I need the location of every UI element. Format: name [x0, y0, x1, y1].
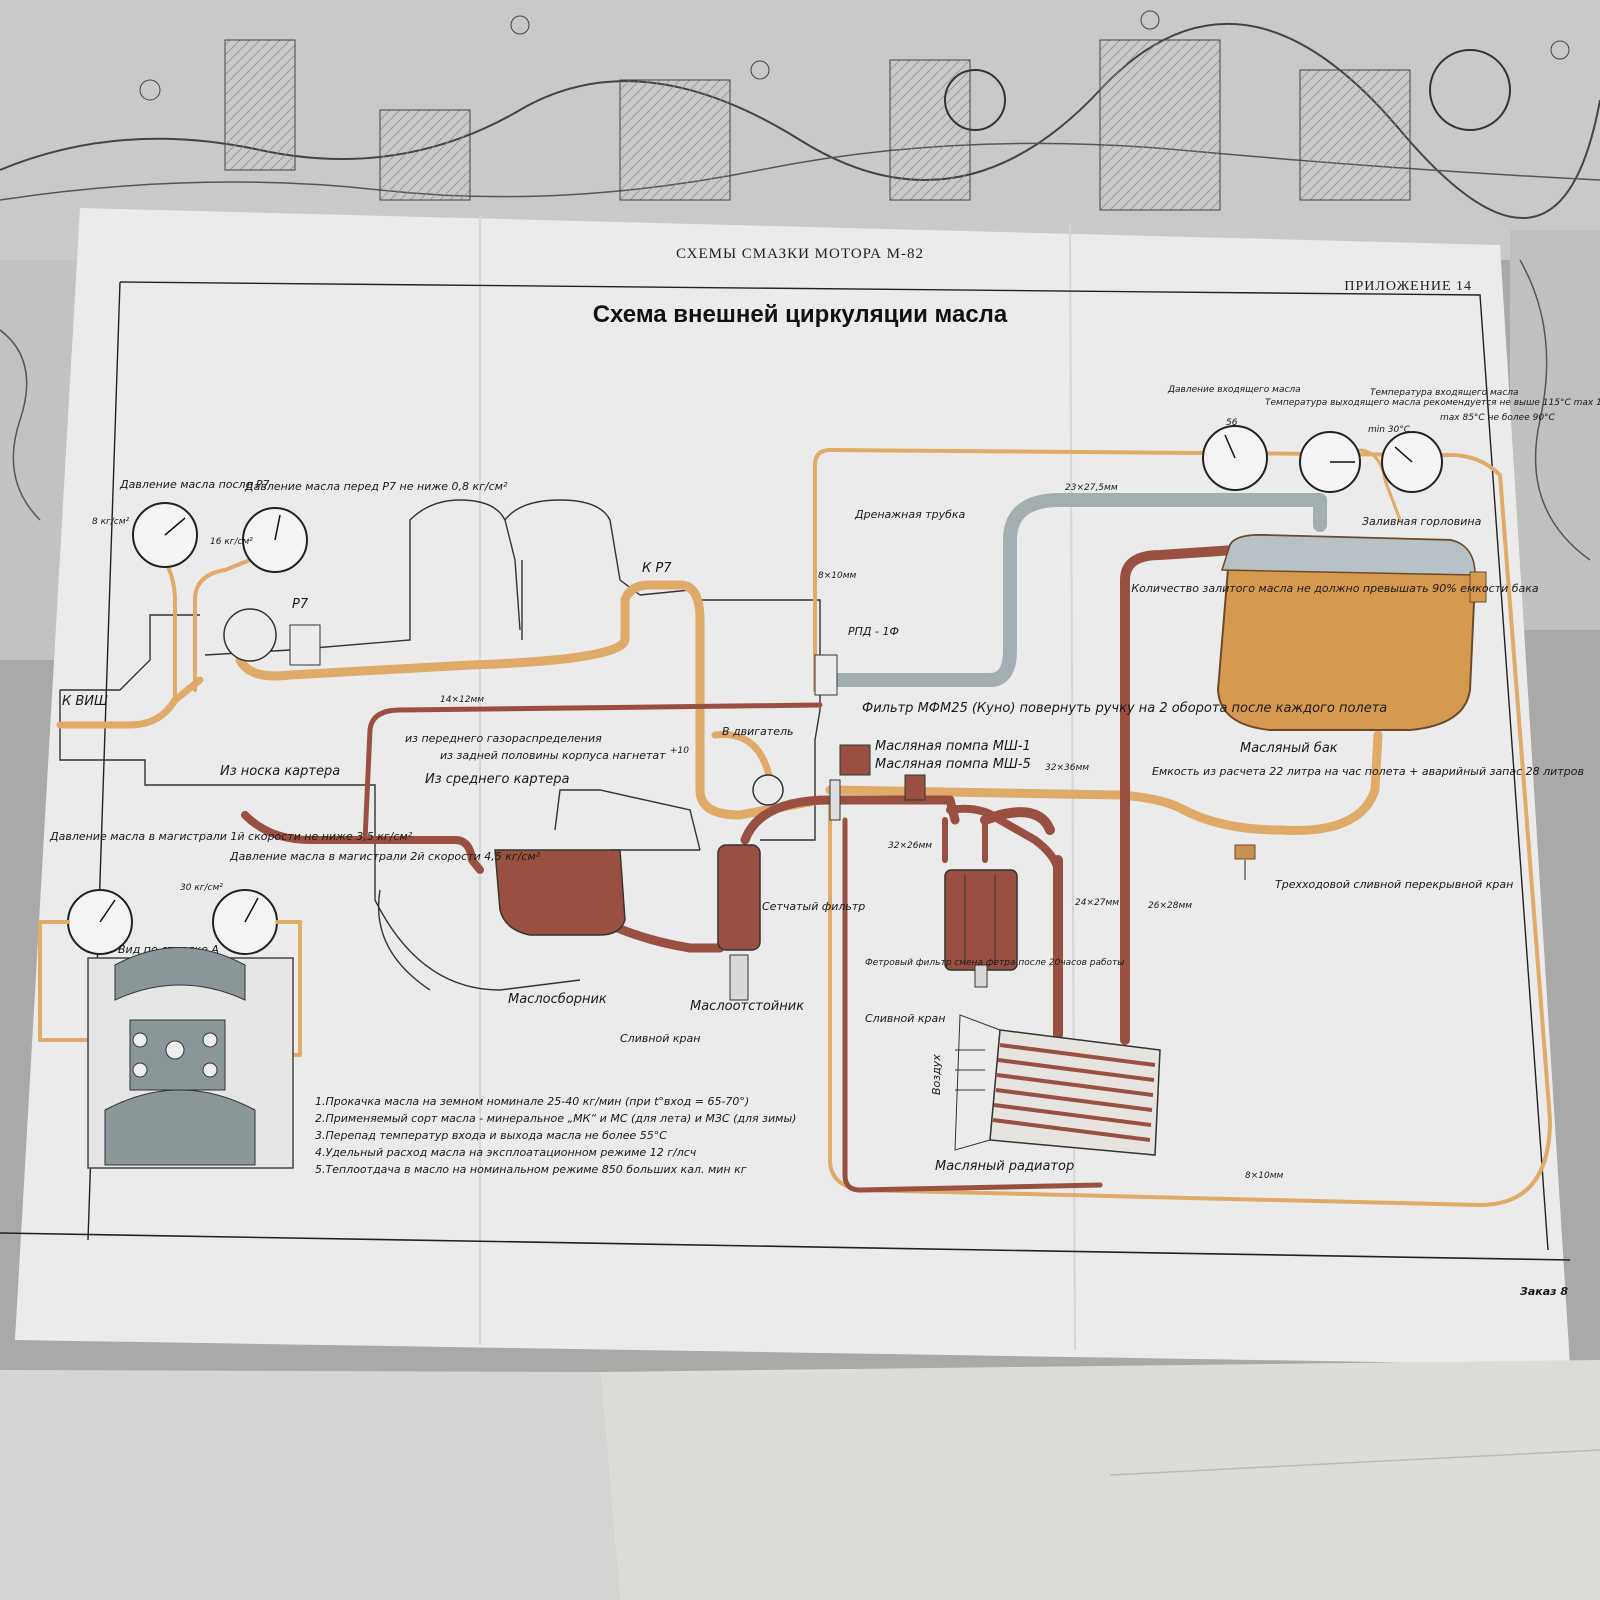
gauge-pressure-2nd-speed — [212, 889, 278, 955]
label-tank-capacity: Емкость из расчета 22 литра на час полет… — [1152, 765, 1584, 778]
appendix-label: ПРИЛОЖЕНИЕ 14 — [1344, 279, 1472, 294]
note-1: 1.Прокачка масла на земном номинале 25-4… — [315, 1095, 749, 1108]
note-5: 5.Теплоотдача в масло на номинальном реж… — [315, 1163, 747, 1176]
label-30-kg: 30 кг/см² — [180, 883, 223, 893]
label-rpd: РПД - 1Ф — [848, 625, 899, 638]
pump-assembly — [752, 744, 926, 821]
label-from-rear: из задней половины корпуса нагнетат — [440, 749, 666, 762]
label-p7: Р7 — [292, 597, 309, 612]
label-pressure-1st: Давление масла в магистрали 1й скорости … — [49, 830, 413, 843]
air-arrows — [955, 1049, 985, 1091]
oil-settler — [717, 844, 761, 1001]
label-felt-filter: Фетровый фильтр смена фетра после 20часо… — [865, 958, 1124, 968]
gauge-outlet-temperature — [1299, 431, 1361, 493]
label-8x10-top: 8×10мм — [818, 571, 857, 581]
label-oil-settler: Маслоотстойник — [690, 999, 804, 1014]
gauge-pressure-1st-speed — [67, 889, 133, 955]
label-26x28: 26×28мм — [1148, 901, 1192, 911]
oil-collector — [494, 849, 626, 936]
drain-tube — [813, 493, 1327, 687]
label-oil-radiator: Масляный радиатор — [935, 1159, 1074, 1174]
gauge-oil-pressure-after-p7 — [132, 502, 198, 568]
label-k-vish: К ВИШ — [62, 694, 108, 709]
label-23x27: 23×27,5мм — [1065, 483, 1118, 493]
label-to-engine: В двигатель — [722, 725, 794, 738]
gauge-inlet-pressure — [1202, 425, 1268, 491]
label-drain-valve-2: Сливной кран — [865, 1012, 945, 1025]
label-8-kg: 8 кг/см² — [92, 517, 130, 527]
label-air: Воздух — [930, 1054, 943, 1095]
gauge-inlet-temperature — [1381, 431, 1443, 493]
main-title: Схема внешней циркуляции масла — [593, 301, 1008, 328]
label-16-kg: 16 кг/см² — [210, 537, 253, 547]
label-drain-tube: Дренажная трубка — [854, 508, 966, 521]
label-32x26: 32×26мм — [888, 841, 932, 851]
label-pressure-2nd: Давление масла в магистрали 2й скорости … — [229, 850, 541, 863]
label-k-p7: К Р7 — [642, 561, 672, 576]
label-plus10: +10 — [670, 746, 689, 756]
felt-filter — [944, 869, 1018, 988]
rpd-valve — [814, 654, 838, 696]
view-arrow-a-section — [87, 947, 294, 1169]
label-filler-neck: Заливная горловина — [1362, 515, 1482, 528]
sheet-title: СХЕМЫ СМАЗКИ МОТОРА М-82 — [676, 246, 924, 262]
label-pressure-after: Давление масла после Р7 — [119, 478, 269, 491]
label-32x36: 32×36мм — [1045, 763, 1089, 773]
label-oil-tank: Масляный бак — [1240, 741, 1338, 756]
label-mesh-filter: Сетчатый фильтр — [762, 900, 865, 913]
order-number: Заказ 8 — [1520, 1285, 1568, 1298]
label-drain-valve-1: Сливной кран — [620, 1032, 700, 1045]
label-inlet-pressure: Давление входящего масла — [1167, 385, 1301, 395]
label-filter-mfm: Фильтр МФМ25 (Куно) повернуть ручку на 2… — [862, 701, 1387, 716]
paper-sheet — [15, 208, 1570, 1365]
label-oil-collector: Маслосборник — [508, 992, 607, 1007]
label-pump-msh5: Масляная помпа МШ-5 — [875, 757, 1031, 772]
label-from-front: из переднего газораспределения — [405, 732, 602, 745]
p7-valve — [223, 608, 321, 666]
label-24x27: 24×27мм — [1075, 898, 1119, 908]
label-pump-msh1: Масляная помпа МШ-1 — [875, 739, 1031, 754]
note-3: 3.Перепад температур входа и выхода масл… — [315, 1129, 667, 1142]
note-4: 4.Удельный расход масла на эксплоатацион… — [315, 1146, 697, 1159]
notes-list: 1.Прокачка масла на земном номинале 25-4… — [315, 1095, 796, 1176]
label-from-middle: Из среднего картера — [425, 772, 569, 787]
label-three-way-valve: Трехходовой сливной перекрывной кран — [1275, 878, 1513, 891]
label-8x10-bottom: 8×10мм — [1245, 1171, 1284, 1181]
note-2: 2.Применяемый сорт масла - минеральное „… — [315, 1112, 796, 1125]
label-pressure-before: Давление масла перед Р7 не ниже 0,8 кг/с… — [244, 480, 508, 493]
label-from-nose: Из носка картера — [220, 764, 340, 779]
gauge-oil-pressure-before-p7 — [242, 507, 308, 573]
label-inlet-temp: Температура входящего масла — [1370, 388, 1519, 398]
oil-radiator — [954, 1014, 1161, 1156]
label-14x12: 14×12мм — [440, 695, 484, 705]
label-tank-note: Количество залитого масла не должно прев… — [1131, 582, 1539, 595]
label-min-30: min 30°С — [1368, 425, 1411, 435]
label-scale-56: 56 — [1226, 418, 1238, 428]
label-outlet-temp: Температура выходящего масла рекомендует… — [1265, 398, 1600, 408]
oil-tank — [1216, 533, 1487, 860]
label-max-85: max 85°С не более 90°С — [1440, 413, 1556, 423]
